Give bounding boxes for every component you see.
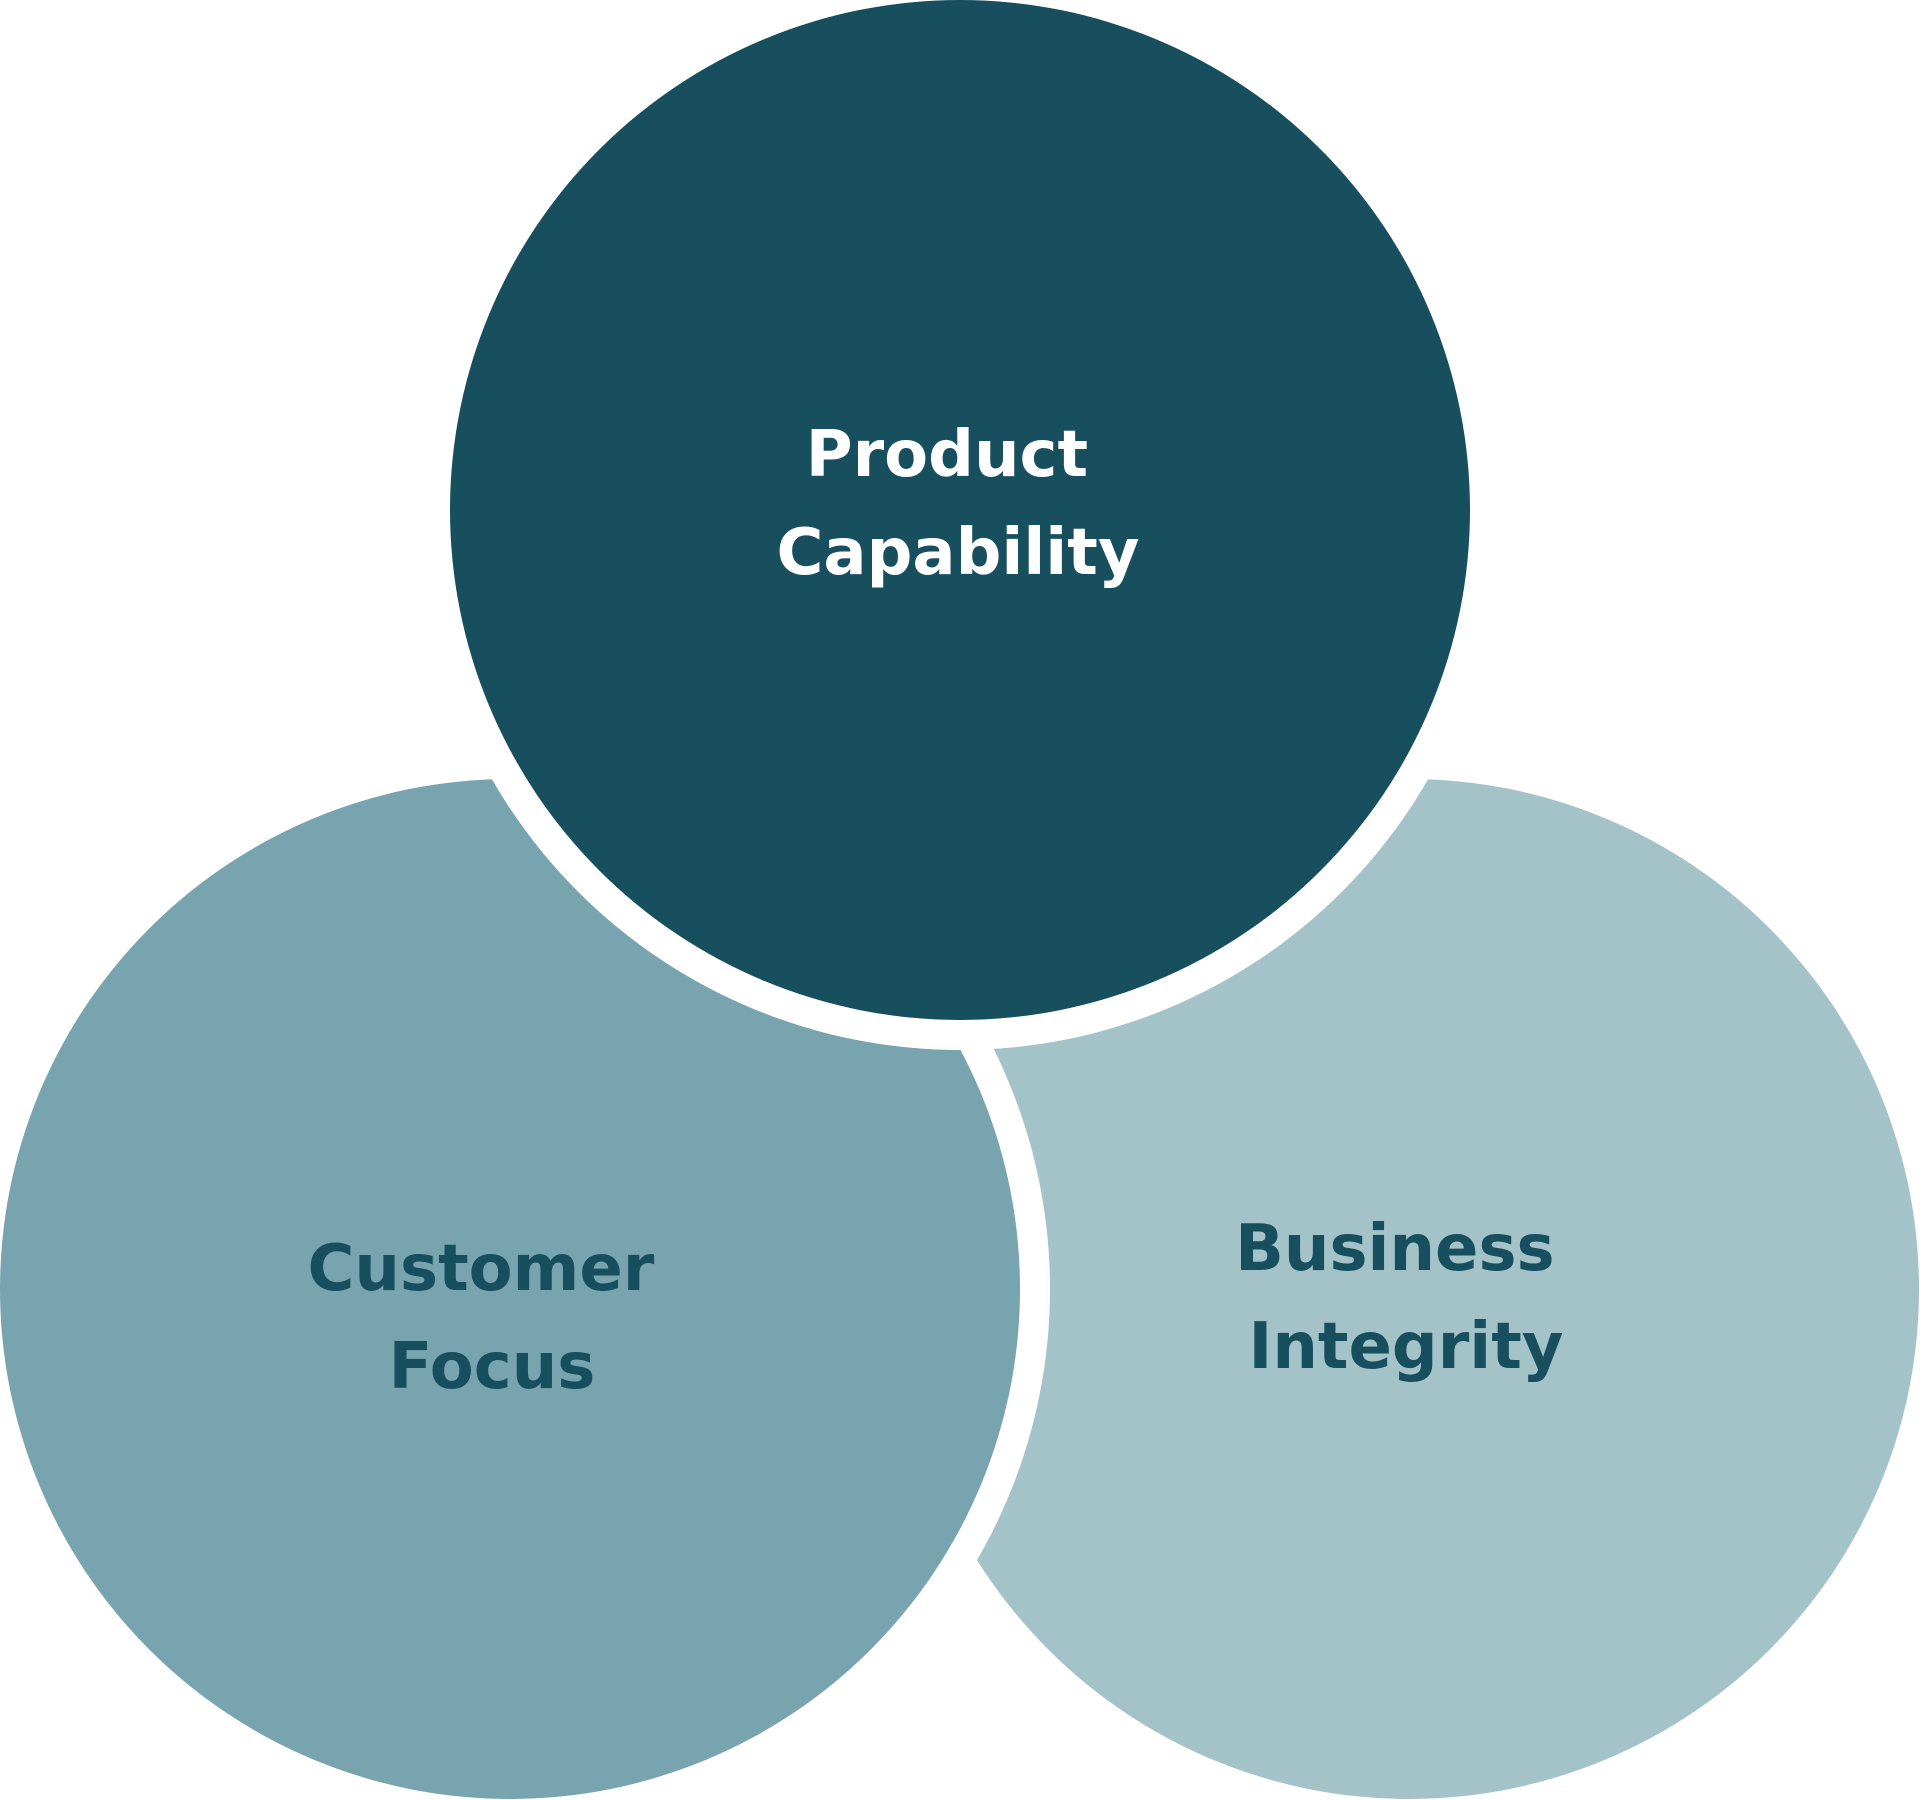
customer-focus-circle: [0, 779, 1020, 1799]
business-integrity-label: Business Integrity: [1235, 1212, 1577, 1384]
business-integrity-label-line-1: Business: [1235, 1212, 1555, 1286]
product-capability-label: Product Capability: [776, 418, 1139, 590]
customer-focus-label-line-1: Customer: [307, 1232, 654, 1306]
product-capability-label-line-2: Capability: [776, 516, 1139, 590]
business-integrity-label-line-2: Integrity: [1249, 1310, 1564, 1384]
customer-focus-label: Customer Focus: [307, 1232, 676, 1404]
product-capability-label-line-1: Product: [806, 418, 1088, 492]
business-integrity-circle: [899, 779, 1919, 1799]
product-capability-circle: [450, 0, 1470, 1020]
customer-focus-label-line-2: Focus: [389, 1330, 596, 1404]
